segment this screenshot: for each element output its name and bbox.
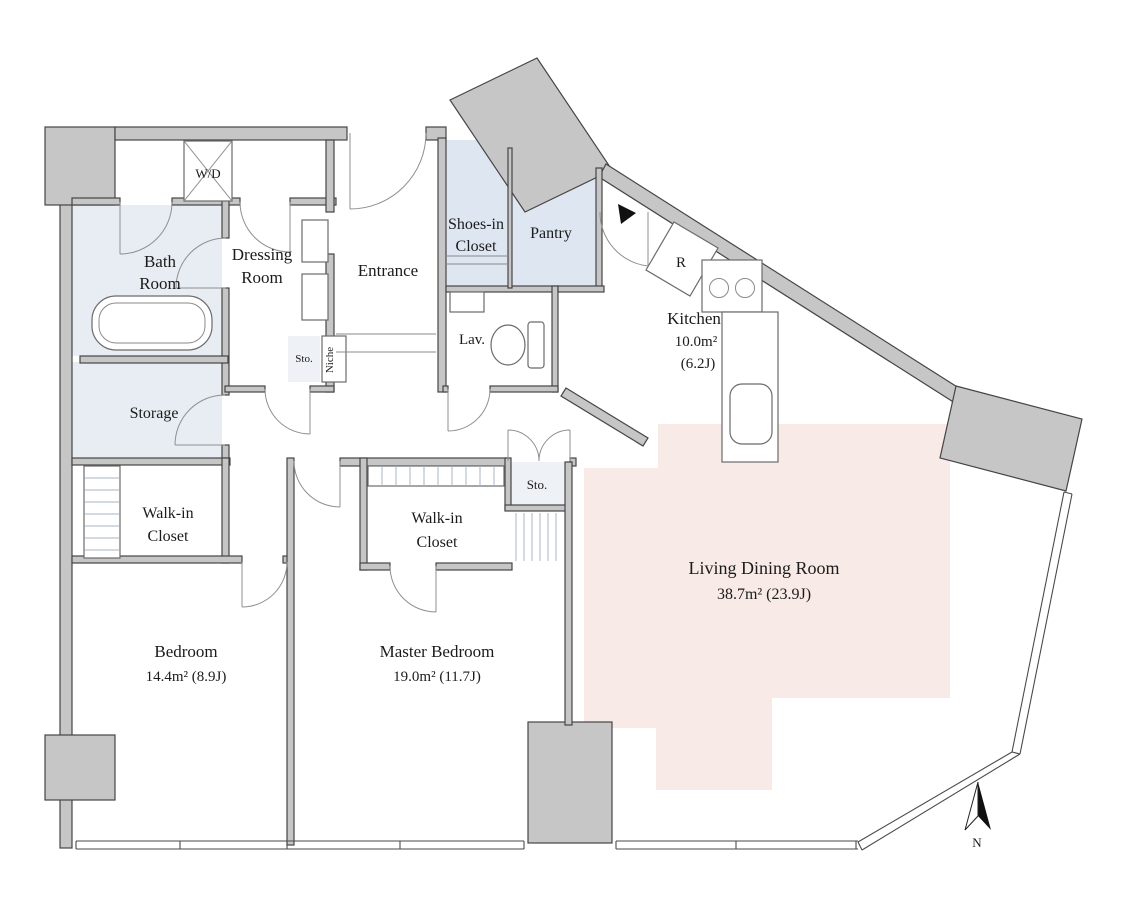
entrance-step [336, 333, 436, 353]
cabinet-icon [301, 219, 329, 263]
windows [75, 491, 1073, 851]
washer-dryer-icon [183, 140, 233, 202]
wic-center-label: Walk-in [411, 510, 462, 527]
wic-west-shelf [83, 465, 121, 559]
corridor-storage-label: Sto. [527, 477, 548, 492]
stove-icon [701, 259, 763, 313]
wic-west-label: Walk-in [142, 505, 193, 522]
master-bedroom-label: Master Bedroom [380, 642, 495, 661]
living-dining-area-label: 38.7m² (23.9J) [717, 586, 811, 603]
bath-room-label: Bath [144, 252, 177, 271]
kitchen-sink-icon [729, 383, 773, 445]
labels: W/D Bath Room Dressing Room Entrance Sho… [130, 166, 840, 685]
refrigerator-label: R [676, 255, 686, 271]
corridor-storage-floor [508, 462, 568, 508]
compass-north-icon: N [964, 781, 991, 850]
vanity-icon [449, 291, 485, 313]
fixtures [83, 140, 779, 561]
compass-north-label: N [972, 835, 982, 850]
wic-west-label: Closet [148, 528, 189, 545]
kitchen-area-label: 10.0m² [675, 334, 718, 350]
dressing-room-label: Dressing [232, 245, 293, 264]
kitchen-tatami-label: (6.2J) [681, 356, 716, 372]
storage-label: Storage [130, 405, 179, 422]
shoes-shelf-lines [446, 255, 508, 265]
shoes-closet-label: Shoes-in [448, 216, 504, 233]
dressing-room-label: Room [241, 268, 283, 287]
bath-room-label: Room [139, 274, 181, 293]
master-bedroom-area-label: 19.0m² (11.7J) [393, 669, 481, 685]
living-dining-floor [584, 424, 950, 790]
bedroom-area-label: 14.4m² (8.9J) [146, 669, 227, 685]
shoes-closet-label: Closet [456, 238, 497, 255]
toilet-icon [490, 321, 545, 369]
wic-center-shelf [367, 465, 505, 487]
entrance-label: Entrance [358, 261, 418, 280]
hall-storage-floor [288, 336, 320, 382]
lavatory-label: Lav. [459, 332, 485, 348]
kitchen-label: Kitchen [667, 309, 721, 328]
refrigerator-space [645, 221, 719, 297]
walls [44, 57, 1083, 849]
storage-floor [72, 362, 222, 459]
niche-label: Niche [324, 347, 336, 373]
living-dining-label: Living Dining Room [688, 558, 839, 578]
hall-storage-label: Sto. [295, 353, 313, 365]
door-swings [119, 132, 649, 613]
cabinet-icon [301, 273, 329, 321]
wic-center-label: Closet [417, 534, 458, 551]
entry-direction-marker-icon [618, 204, 636, 224]
washer-dryer-label: W/D [195, 166, 220, 181]
bedroom-label: Bedroom [154, 642, 217, 661]
niche-box [321, 335, 347, 383]
closet-rod-lines [515, 513, 557, 561]
pantry-label: Pantry [530, 225, 572, 242]
bathtub-icon [91, 295, 213, 351]
